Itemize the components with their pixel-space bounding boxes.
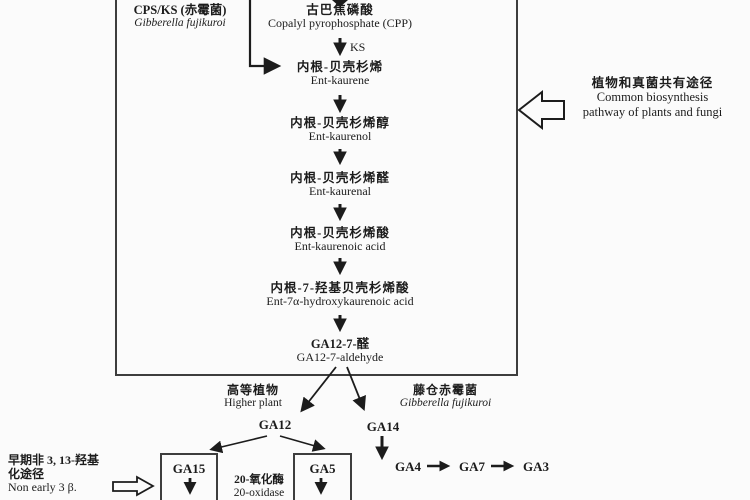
chain-step-zh: GA12-7-醛 (310, 337, 370, 351)
arrow-cps-branch-icon (248, 0, 282, 75)
common-pathway-note-en1: Common biosynthesis (596, 90, 709, 104)
common-pathway-note-en2: pathway of plants and fungi (582, 105, 723, 119)
enzyme-name: CPS/KS (赤霉菌) (133, 3, 227, 17)
arrow-ga12-to-ga5-icon (279, 435, 326, 452)
oxidase-zh: 20-氧化酶 (234, 474, 284, 486)
chain-step-hydroxykaurenoic-acid: 内根-7-羟基贝壳杉烯酸 Ent-7α-hydroxykaurenoic aci… (190, 281, 490, 308)
chain-step-zh: 内根-贝壳杉烯醇 (290, 116, 390, 130)
higher-plant-zh: 高等植物 (226, 383, 279, 397)
chain-step-en: Ent-7α-hydroxykaurenoic acid (266, 294, 414, 308)
oxidase-label: 20-氧化酶 20-oxidase (226, 474, 292, 500)
arrow-aldehyde-to-ga14-icon (346, 366, 366, 412)
ks-enzyme-label: KS (350, 40, 366, 54)
hollow-arrow-left-icon (517, 89, 565, 131)
node-ga5: GA5 (309, 461, 336, 476)
chain-step-kaurenoic-acid: 内根-贝壳杉烯酸 Ent-kaurenoic acid (190, 226, 490, 253)
common-pathway-note-zh: 植物和真菌共有途径 (591, 76, 714, 90)
higher-plant-en: Higher plant (224, 397, 282, 409)
chain-step-en: Copalyl pyrophosphate (CPP) (268, 16, 412, 30)
chain-step-kaurenal: 内根-贝壳杉烯醛 Ent-kaurenal (190, 171, 490, 198)
enzyme-label: CPS/KS (赤霉菌) Gibberella fujikuroi (115, 3, 245, 30)
node-ga12: GA12 (258, 417, 292, 432)
note-en-line: Non early 3 β. (8, 480, 77, 494)
fujikuroi-zh: 藤仓赤霉菌 (412, 383, 478, 397)
note-zh-line2: 化途径 (8, 466, 45, 481)
common-pathway-note: 植物和真菌共有途径 Common biosynthesis pathway of… (555, 76, 750, 120)
note-zh-line1: 早期非 3, 13-羟基 (8, 453, 99, 467)
oxidase-en: 20-oxidase (233, 487, 285, 499)
node-ga15: GA15 (172, 461, 206, 476)
chain-step-kaurene: 内根-贝壳杉烯 Ent-kaurene (190, 60, 490, 87)
arrow-ga12-to-ga15-icon (209, 435, 268, 454)
chain-step-zh: 内根-贝壳杉烯醛 (290, 171, 390, 185)
arrow-top-into-cpp-icon (332, 0, 348, 7)
chain-step-en: Ent-kaurenol (308, 129, 372, 143)
node-ga14: GA14 (366, 419, 400, 434)
fujikuroi-branch-label: 藤仓赤霉菌 Gibberella fujikuroi (383, 383, 508, 410)
node-ga4: GA4 (395, 459, 421, 474)
chain-step-en: GA12-7-aldehyde (296, 350, 384, 364)
chain-step-zh: 内根-贝壳杉烯酸 (290, 226, 390, 240)
chain-step-en: Ent-kaurene (310, 73, 370, 87)
ga5-box (293, 453, 352, 500)
enzyme-species: Gibberella fujikuroi (134, 17, 226, 29)
higher-plant-label: 高等植物 Higher plant (203, 383, 303, 410)
chain-step-ga12-aldehyde: GA12-7-醛 GA12-7-aldehyde (190, 337, 490, 364)
chain-step-zh: 古巴焦磷酸 (306, 3, 374, 17)
chain-step-cpp: 古巴焦磷酸 Copalyl pyrophosphate (CPP) (190, 3, 490, 30)
non-early-hydroxylation-note: 早期非 3, 13-羟基 化途径 Non early 3 β. (8, 453, 120, 495)
chain-step-zh: 内根-7-羟基贝壳杉烯酸 (270, 281, 410, 295)
chain-step-zh: 内根-贝壳杉烯 (296, 60, 384, 74)
chain-step-en: Ent-kaurenal (309, 184, 371, 198)
ga15-box (160, 453, 218, 500)
node-ga3: GA3 (523, 459, 549, 474)
hollow-arrow-right-icon (112, 475, 155, 497)
chain-step-en: Ent-kaurenoic acid (294, 239, 386, 253)
chain-step-kaurenol: 内根-贝壳杉烯醇 Ent-kaurenol (190, 116, 490, 143)
arrow-aldehyde-to-ga12-icon (300, 366, 337, 413)
fujikuroi-latin: Gibberella fujikuroi (399, 397, 492, 409)
common-pathway-box (115, 0, 518, 376)
node-ga7: GA7 (459, 459, 485, 474)
